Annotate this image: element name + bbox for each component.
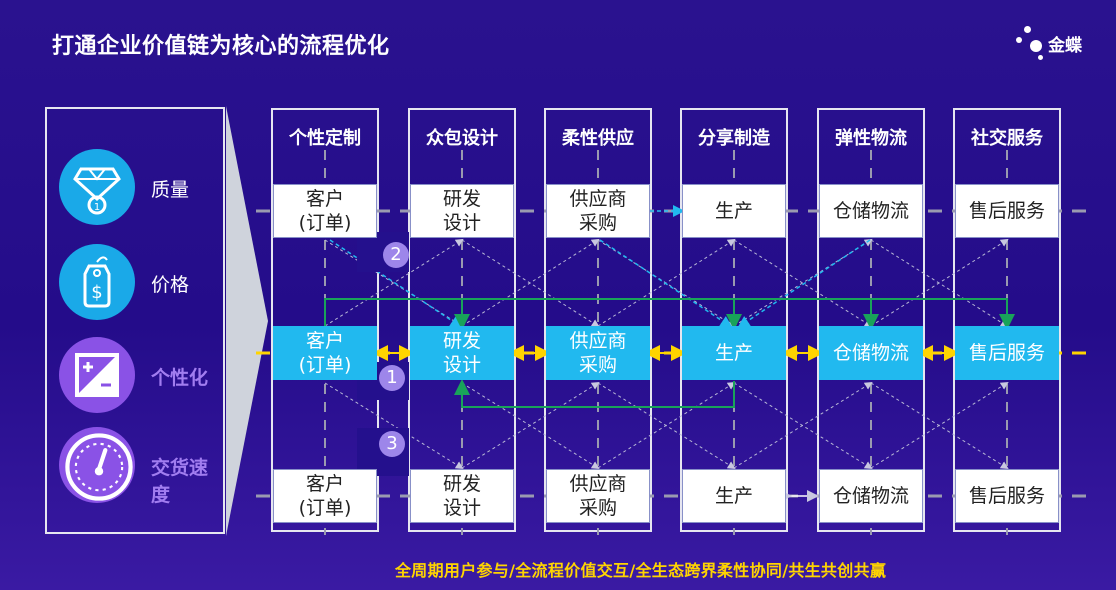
chevron-right-icon <box>226 106 268 536</box>
feature-price: $ 价格 <box>59 244 224 324</box>
process-box-logistics-top: 仓储物流 <box>819 184 923 238</box>
feature-label: 个性化 <box>151 367 209 389</box>
process-box-service-top: 售后服务 <box>955 184 1059 238</box>
logo-text: 金蝶 <box>1048 36 1082 56</box>
footer-slogan: 全周期用户参与/全流程价值交互/全生态跨界柔性协同/共生共创共赢 <box>395 561 887 580</box>
feature-label: 质量 <box>151 179 190 201</box>
column-header: 弹性物流 <box>835 128 907 149</box>
svg-text:$: $ <box>91 282 102 303</box>
process-box-design-bottom: 研发 设计 <box>410 469 514 523</box>
step-badge-3: 3 <box>379 431 405 457</box>
feature-label: 价格 <box>151 274 190 296</box>
column-header: 个性定制 <box>289 128 361 149</box>
kingdee-logo: 金蝶 <box>1014 24 1104 64</box>
process-box-design-top: 研发 设计 <box>410 184 514 238</box>
speedometer-icon <box>59 427 135 503</box>
step-badge-1: 1 <box>379 365 405 391</box>
svg-text:1: 1 <box>94 202 100 213</box>
feature-panel: 1 质量 $ 价格 个性化 <box>45 107 225 534</box>
step-badge-2: 2 <box>383 242 409 268</box>
feature-quality: 1 质量 <box>59 149 224 229</box>
process-box-service-bottom: 售后服务 <box>955 469 1059 523</box>
column-header: 社交服务 <box>971 128 1043 149</box>
column-header: 分享制造 <box>698 128 770 149</box>
process-box-customer-bottom: 客户 (订单) <box>273 469 377 523</box>
process-box-supply-top: 供应商 采购 <box>546 184 650 238</box>
process-box-service-mid: 售后服务 <box>955 326 1059 380</box>
process-box-production-mid: 生产 <box>682 326 786 380</box>
feature-personalization: 个性化 <box>59 337 224 417</box>
plus-minus-icon <box>59 337 135 413</box>
column-header: 众包设计 <box>426 128 498 149</box>
process-box-logistics-mid: 仓储物流 <box>819 326 923 380</box>
process-box-production-bottom: 生产 <box>682 469 786 523</box>
column-header: 柔性供应 <box>562 128 634 149</box>
feature-delivery-speed: 交货速度 <box>59 427 224 507</box>
page-title: 打通企业价值链为核心的流程优化 <box>52 34 390 59</box>
process-box-customer-top: 客户 (订单) <box>273 184 377 238</box>
process-box-customer-mid: 客户 (订单) <box>273 326 377 380</box>
process-box-logistics-bottom: 仓储物流 <box>819 469 923 523</box>
process-box-supply-mid: 供应商 采购 <box>546 326 650 380</box>
process-box-design-mid: 研发 设计 <box>410 326 514 380</box>
diamond-medal-icon: 1 <box>59 149 135 225</box>
price-tag-icon: $ <box>59 244 135 320</box>
feature-label: 交货速度 <box>151 457 209 506</box>
process-box-supply-bottom: 供应商 采购 <box>546 469 650 523</box>
process-box-production-top: 生产 <box>682 184 786 238</box>
